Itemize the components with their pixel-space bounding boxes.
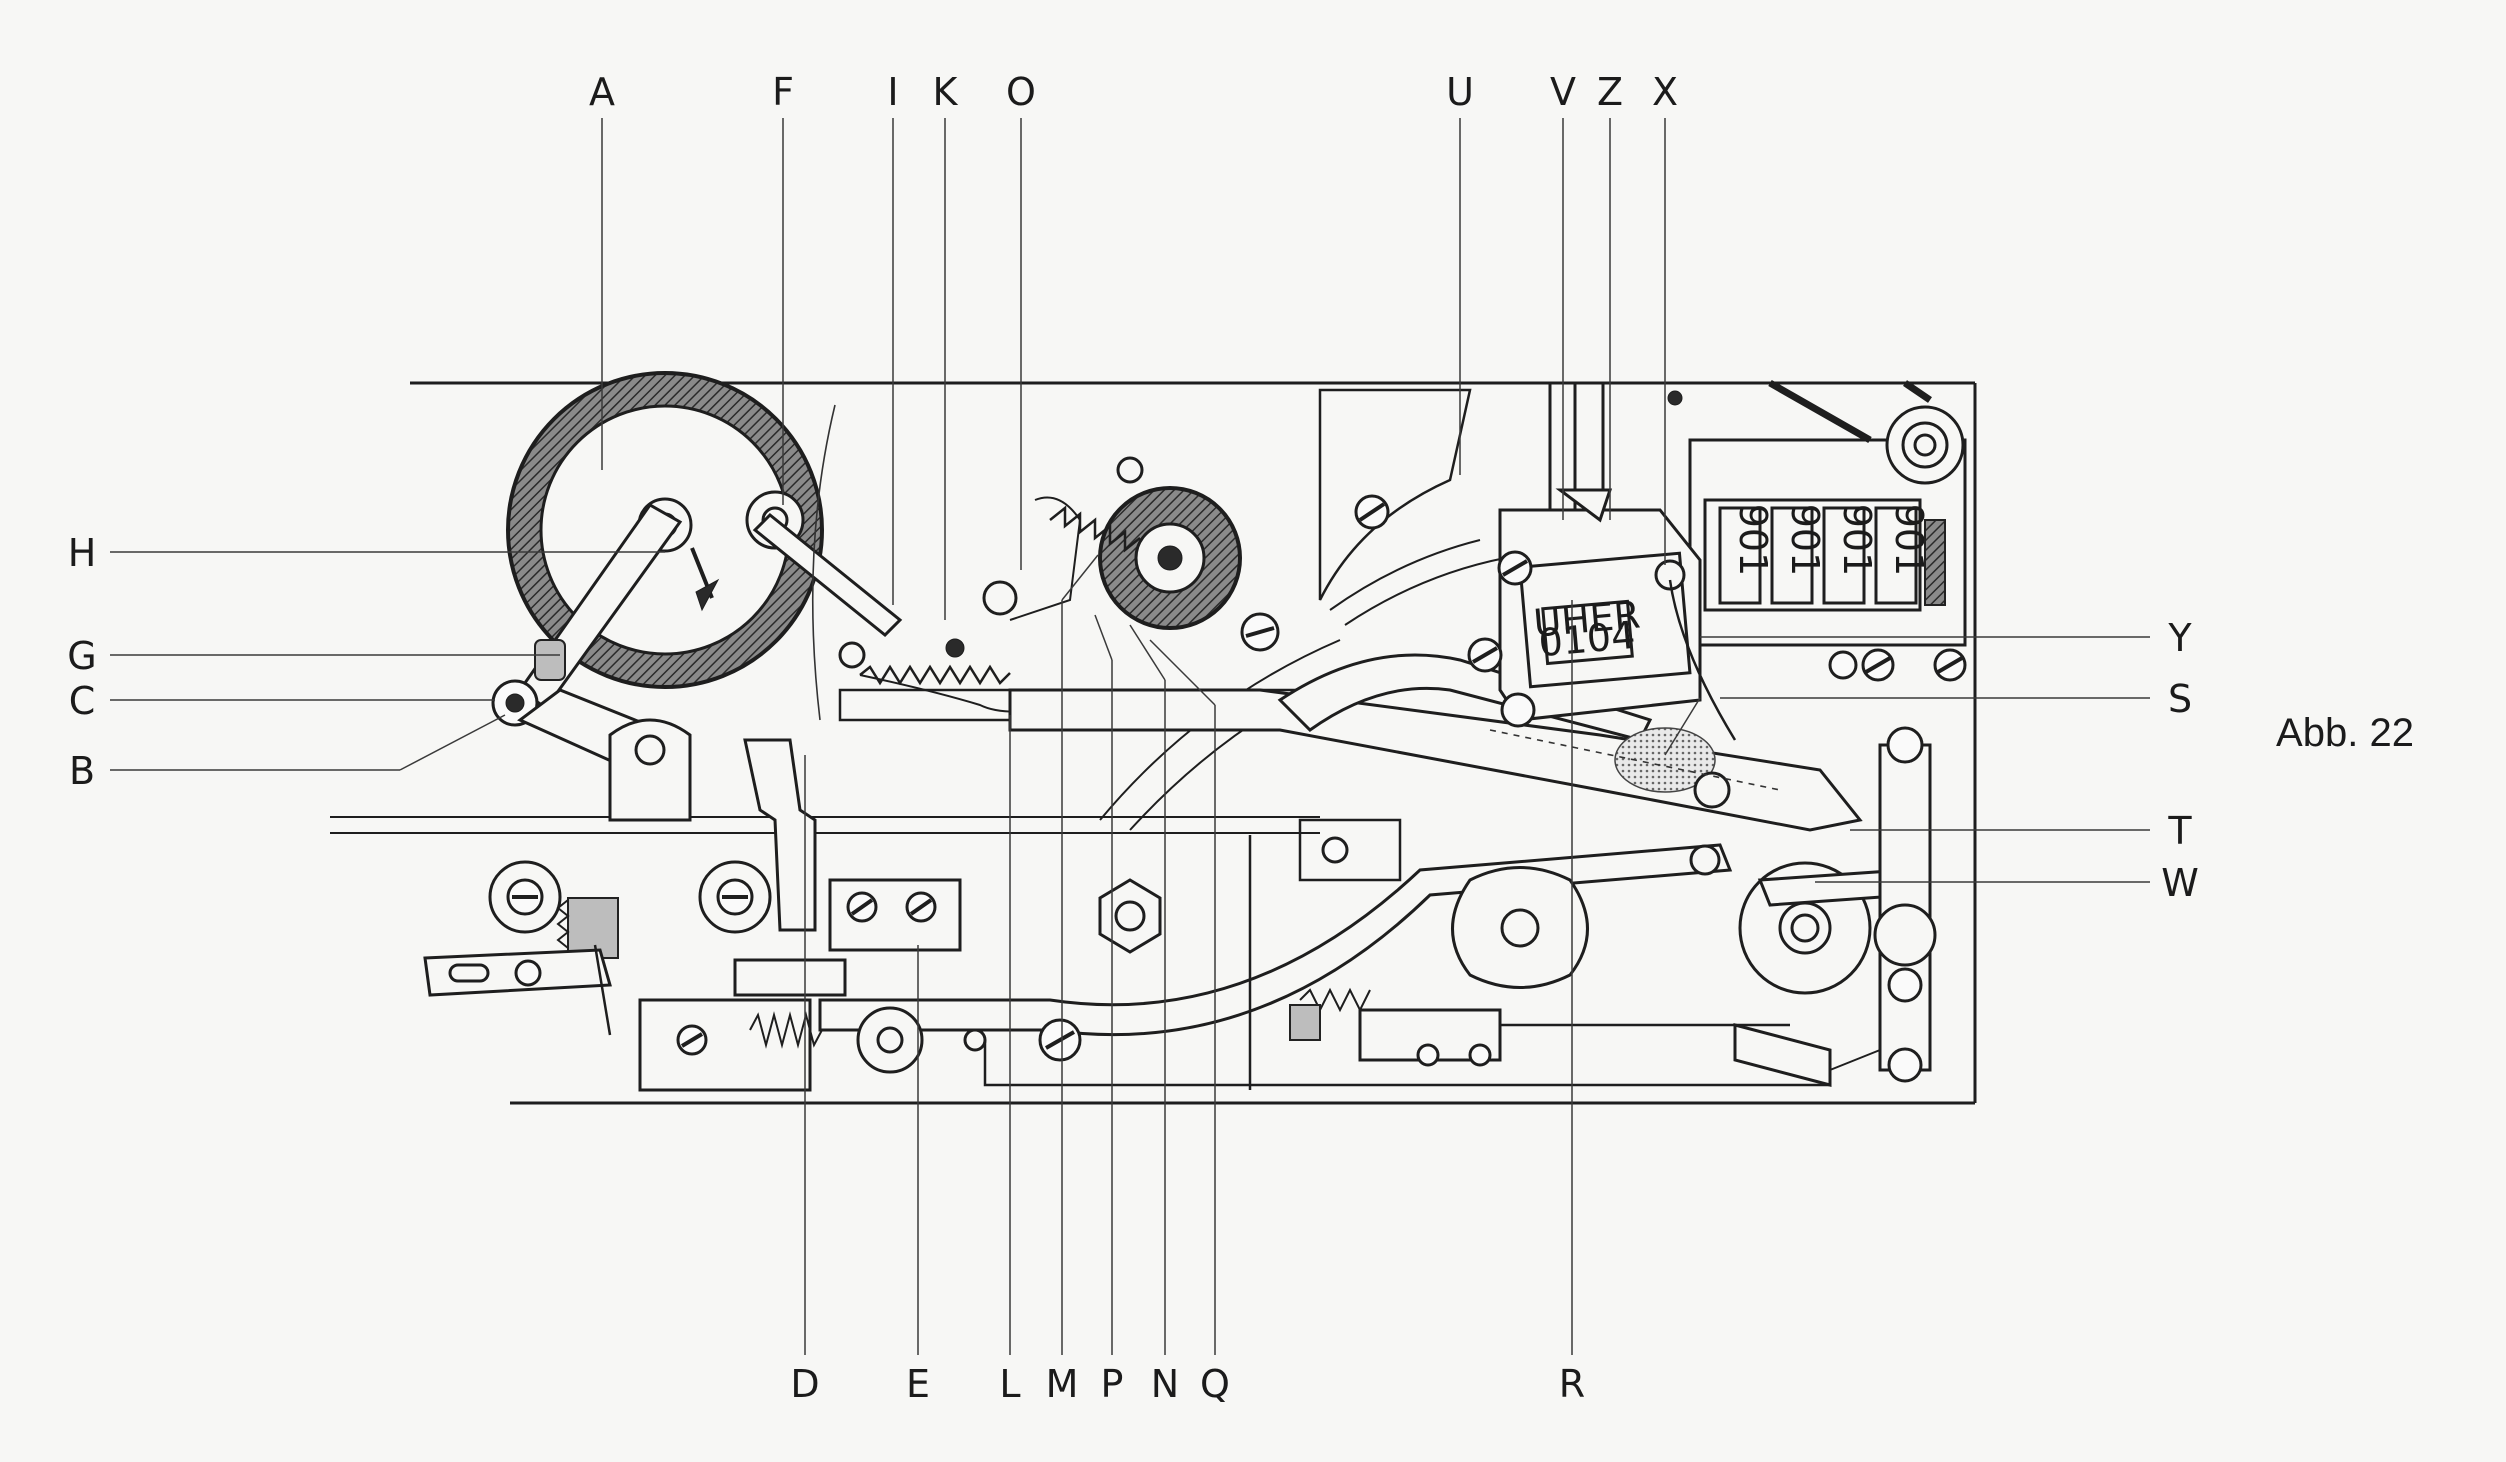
label-R: R xyxy=(1559,1362,1585,1406)
label-P: P xyxy=(1101,1362,1124,1406)
label-Z: Z xyxy=(1597,70,1623,114)
label-I: I xyxy=(887,70,898,114)
counter-digits-1: 901 xyxy=(1731,504,1775,577)
label-A: A xyxy=(589,70,615,114)
label-S: S xyxy=(2168,677,2192,721)
pinch-roller xyxy=(1738,861,1912,995)
label-W: W xyxy=(2161,861,2199,905)
bottom-labels: D E L M P N Q R xyxy=(790,1362,1585,1406)
right-labels: Y S T W xyxy=(2161,616,2199,905)
label-N: N xyxy=(1151,1362,1179,1406)
label-Q: Q xyxy=(1200,1362,1230,1406)
figure-caption: Abb. 22 xyxy=(2276,711,2414,755)
label-C: C xyxy=(69,679,96,723)
mechanism-drawing: 901 901 901 901 UHER 0104 xyxy=(330,371,1977,1105)
label-K: K xyxy=(933,70,959,114)
label-L: L xyxy=(999,1362,1020,1406)
capstan-roller xyxy=(1009,456,1242,630)
label-H: H xyxy=(68,531,97,575)
head-block: UHER 0104 xyxy=(1467,508,1781,809)
label-B: B xyxy=(69,749,95,793)
label-M: M xyxy=(1046,1362,1079,1406)
tape-reel xyxy=(506,371,824,711)
counter-code-text: 0104 xyxy=(1537,613,1637,665)
label-X: X xyxy=(1652,70,1678,114)
counter-digits-4: 901 xyxy=(1887,504,1931,577)
leader-lines xyxy=(110,118,2150,1355)
label-V: V xyxy=(1550,70,1576,114)
label-F: F xyxy=(772,70,794,114)
label-G: G xyxy=(67,634,96,678)
counter-digits-3: 901 xyxy=(1835,504,1879,577)
counter-brand-text: UHER xyxy=(1532,592,1642,645)
label-T: T xyxy=(2167,809,2192,853)
label-D: D xyxy=(790,1362,819,1406)
top-labels: A F I K O U V Z X xyxy=(589,70,1678,114)
left-labels: H G C B xyxy=(67,531,96,793)
label-Y: Y xyxy=(2167,616,2192,660)
label-O: O xyxy=(1006,70,1036,114)
counter-digits-2: 901 xyxy=(1783,504,1827,577)
tape-counter: 901 901 901 901 xyxy=(1688,379,1967,682)
label-U: U xyxy=(1446,70,1474,114)
label-E: E xyxy=(906,1362,930,1406)
